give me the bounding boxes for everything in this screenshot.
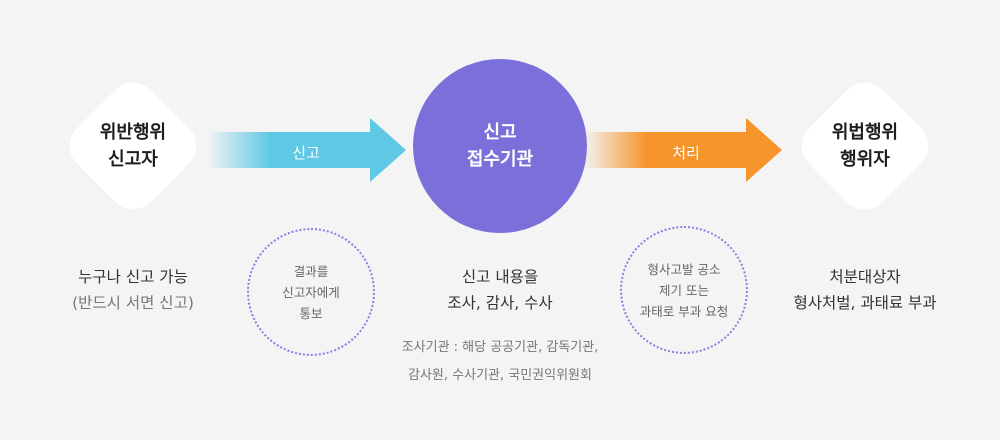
reporter-description: 누구나 신고 가능 (반드시 서면 신고) (33, 264, 233, 316)
violator-desc-line1: 처분대상자 (829, 268, 901, 286)
report-arrow-label: 신고 (292, 144, 320, 162)
violator-desc-line2: 형사처벌, 과태료 부과 (793, 294, 937, 312)
reporter-node: 위반행위 신고자 (59, 72, 207, 220)
violator-title-line2: 행위자 (840, 149, 890, 170)
request-line3: 과태로 부과 요청 (639, 303, 729, 319)
agency-node: 신고 접수기관 (413, 59, 587, 233)
agency-title-line2: 접수기관 (466, 149, 534, 170)
reporter-desc-line1: 누구나 신고 가능 (78, 268, 188, 286)
reporter-title-line2: 신고자 (108, 149, 158, 170)
agency-title-line1: 신고 (483, 122, 517, 143)
agency-note-line1: 조사기관 : 해당 공공기관, 감독기관, (401, 340, 599, 355)
reporter-desc-line2: (반드시 서면 신고) (72, 294, 194, 312)
agency-description: 신고 내용을 조사, 감사, 수사 (400, 264, 600, 316)
violator-title-line1: 위법행위 (831, 122, 899, 143)
process-arrow-label: 처리 (672, 144, 700, 162)
report-arrow (207, 118, 406, 182)
violator-node: 위법행위 행위자 (791, 72, 939, 220)
agency-desc-line2: 조사, 감사, 수사 (447, 294, 553, 312)
request-bubble: 형사고발 공소 제기 또는 과태로 부과 요청 (620, 226, 748, 354)
request-line2: 제기 또는 (659, 282, 709, 298)
request-line1: 형사고발 공소 (647, 261, 721, 277)
agency-desc-line1: 신고 내용을 (461, 268, 539, 286)
agency-note: 조사기관 : 해당 공공기관, 감독기관, 감사원, 수사기관, 국민권익위원회 (370, 334, 630, 390)
process-arrow (583, 118, 782, 182)
agency-note-line2: 감사원, 수사기관, 국민권익위원회 (408, 368, 592, 383)
notify-line2: 신고자에게 (282, 284, 340, 300)
notify-bubble: 결과를 신고자에게 통보 (247, 228, 375, 356)
violator-description: 처분대상자 형사처벌, 과태료 부과 (765, 264, 965, 316)
notify-line3: 통보 (299, 305, 323, 321)
reporter-title-line1: 위반행위 (99, 122, 167, 143)
notify-line1: 결과를 (293, 263, 329, 279)
